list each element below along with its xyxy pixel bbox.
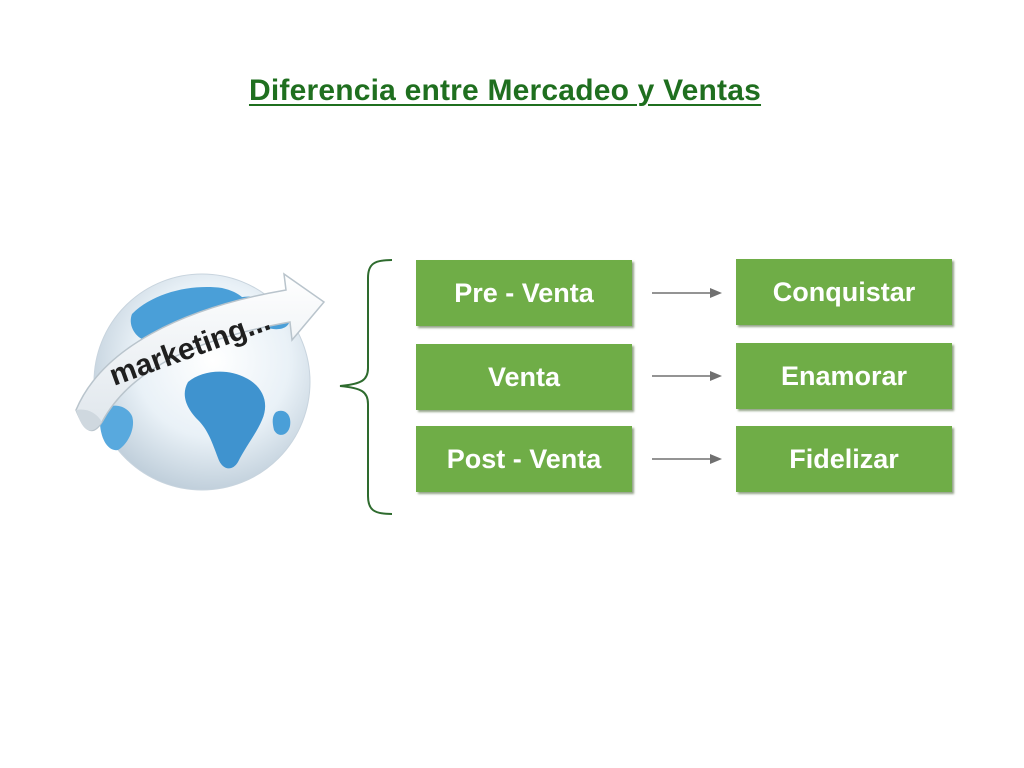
- page-title: Diferencia entre Mercadeo y Ventas: [248, 74, 762, 107]
- result-box-enamorar: Enamorar: [736, 343, 952, 409]
- arrow-right-icon: [652, 454, 722, 464]
- result-label: Conquistar: [772, 276, 916, 307]
- stage-label: Post - Venta: [446, 443, 602, 474]
- bracket-icon: [339, 259, 393, 515]
- result-box-conquistar: Conquistar: [736, 259, 952, 325]
- result-label: Fidelizar: [789, 443, 899, 474]
- stage-box-post-venta: Post - Venta: [416, 426, 632, 492]
- result-box-fidelizar: Fidelizar: [736, 426, 952, 492]
- arrow-right-icon: [652, 288, 722, 298]
- marketing-arrow-tail: [76, 409, 102, 431]
- result-label: Enamorar: [780, 360, 908, 391]
- stage-box-venta: Venta: [416, 344, 632, 410]
- globe-land-west: [99, 405, 134, 451]
- globe-land-island: [272, 410, 291, 435]
- stage-label: Pre - Venta: [454, 277, 594, 308]
- marketing-arrow-band: [75, 272, 326, 432]
- globe-land-north: [130, 287, 247, 340]
- marketing-globe-icon: marketing...: [75, 272, 326, 491]
- globe-land-africa: [184, 371, 266, 469]
- arrow-right-icon: [652, 371, 722, 381]
- stage-box-pre-venta: Pre - Venta: [416, 260, 632, 326]
- stage-label: Venta: [487, 361, 561, 392]
